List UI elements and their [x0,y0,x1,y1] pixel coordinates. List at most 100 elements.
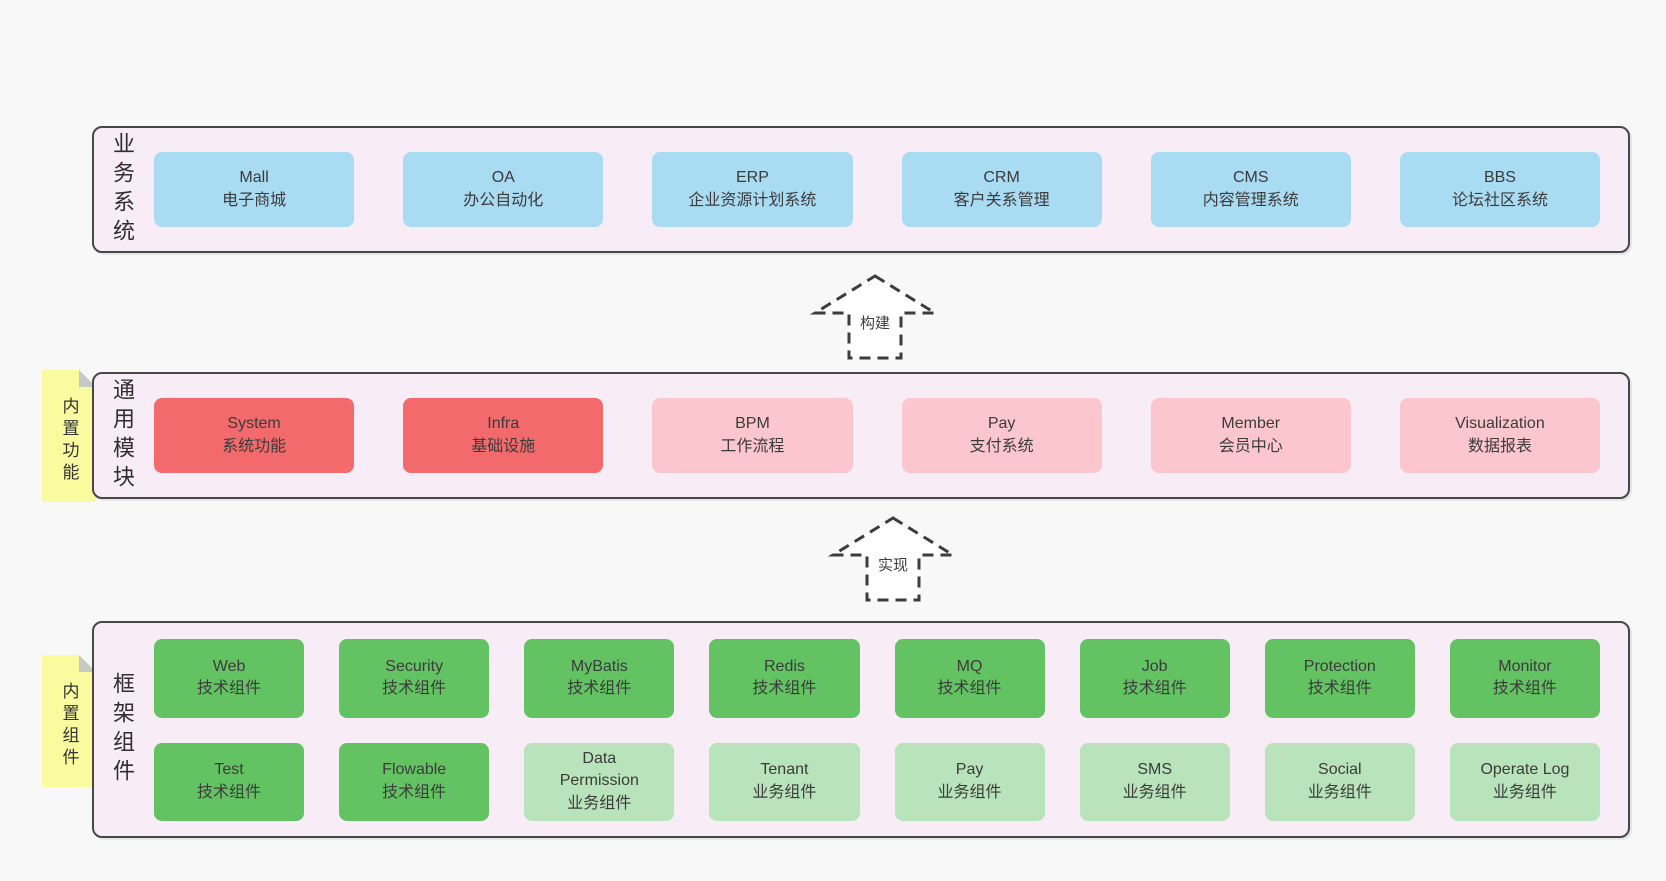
box-subtitle: 会员中心 [1218,437,1283,455]
builtin-components-note: 内置组件 [42,655,96,787]
box-title: MyBatis [570,657,628,675]
box-title: SMS [1137,761,1173,779]
box-title: Data Permission [559,749,639,790]
box-subtitle: 办公自动化 [463,191,544,209]
module-box-visualization: Visualization 数据报表 [1399,398,1601,473]
box-title: Social [1318,761,1362,779]
module-box-system: System 系统功能 [154,398,355,473]
box-subtitle: 技术组件 [1122,680,1187,698]
module-box-infra: Infra 基础设施 [403,398,604,473]
box-subtitle: 技术组件 [567,680,632,698]
box-title: Pay [955,761,984,779]
system-box-mall: Mall 电子商城 [154,152,355,227]
component-box-tenant: Tenant 业务组件 [709,742,860,821]
box-title: Monitor [1498,657,1552,675]
box-title: OA [491,168,515,186]
common-modules-layer: 通用模块 System 系统功能 Infra 基础设施 BPM 工作流程 Pay… [92,372,1630,499]
system-box-cms: CMS 内容管理系统 [1150,152,1351,227]
arrow-label: 构建 [855,311,895,334]
box-title: ERP [735,168,769,186]
box-title: Protection [1303,657,1376,675]
box-subtitle: 业务组件 [1492,783,1557,801]
box-subtitle: 技术组件 [1307,680,1372,698]
box-title: MQ [956,657,983,675]
module-box-member: Member 会员中心 [1150,398,1351,473]
layer-label: 业务系统 [110,131,135,248]
box-subtitle: 支付系统 [969,437,1034,455]
implement-arrow: 实现 [827,515,959,603]
component-box-social: Social 业务组件 [1264,742,1415,821]
box-title: CRM [983,168,1020,186]
box-title: Pay [987,414,1016,432]
component-box-data-permission: Data Permission 业务组件 [524,742,675,821]
box-title: CMS [1232,168,1269,186]
framework-components-layer: 框架组件 Web 技术组件 Security 技术组件 MyBatis 技术组件… [92,621,1630,838]
arrow-label: 实现 [873,553,913,576]
box-subtitle: 技术组件 [1492,680,1557,698]
box-title: System [227,414,281,432]
system-box-bbs: BBS 论坛社区系统 [1399,152,1601,227]
box-title: Redis [763,657,805,675]
box-subtitle: 技术组件 [197,783,262,801]
component-box-operate-log: Operate Log 业务组件 [1449,742,1600,821]
module-boxes-row: System 系统功能 Infra 基础设施 BPM 工作流程 Pay 支付系统… [154,398,1601,473]
box-title: BPM [735,414,770,432]
box-subtitle: 技术组件 [197,680,262,698]
box-title: Test [214,761,244,779]
box-title: Security [385,657,444,675]
box-title: Flowable [382,761,447,779]
box-title: Operate Log [1480,761,1570,779]
box-subtitle: 数据报表 [1467,437,1532,455]
component-row-1: Web 技术组件 Security 技术组件 MyBatis 技术组件 Redi… [154,639,1600,718]
component-box-job: Job 技术组件 [1079,639,1230,718]
system-box-crm: CRM 客户关系管理 [901,152,1102,227]
component-box-web: Web 技术组件 [154,639,305,718]
box-subtitle: 技术组件 [382,680,447,698]
box-title: Member [1221,414,1281,432]
box-subtitle: 技术组件 [752,680,817,698]
module-box-bpm: BPM 工作流程 [652,398,853,473]
box-subtitle: 业务组件 [752,783,817,801]
box-subtitle: 技术组件 [937,680,1002,698]
box-subtitle: 系统功能 [222,437,287,455]
component-box-pay: Pay 业务组件 [894,742,1045,821]
component-box-sms: SMS 业务组件 [1079,742,1230,821]
note-label: 内置组件 [59,682,79,770]
component-box-security: Security 技术组件 [339,639,490,718]
note-label: 内置功能 [59,397,79,485]
box-subtitle: 内容管理系统 [1202,191,1299,209]
component-box-redis: Redis 技术组件 [709,639,860,718]
box-title: BBS [1483,168,1516,186]
box-subtitle: 企业资源计划系统 [688,191,817,209]
business-boxes-row: Mall 电子商城 OA 办公自动化 ERP 企业资源计划系统 CRM 客户关系… [154,152,1601,227]
component-box-mq: MQ 技术组件 [894,639,1045,718]
component-box-protection: Protection 技术组件 [1264,639,1415,718]
box-subtitle: 电子商城 [222,191,287,209]
layer-label: 通用模块 [110,377,135,494]
layer-label: 框架组件 [110,671,135,788]
box-subtitle: 业务组件 [1122,783,1187,801]
box-subtitle: 论坛社区系统 [1451,191,1548,209]
box-title: Infra [487,414,520,432]
box-title: Mall [239,168,269,186]
builtin-functions-note: 内置功能 [42,370,96,502]
box-subtitle: 业务组件 [937,783,1002,801]
box-subtitle: 业务组件 [1307,783,1372,801]
box-subtitle: 业务组件 [567,795,632,813]
module-box-pay: Pay 支付系统 [901,398,1102,473]
business-systems-layer: 业务系统 Mall 电子商城 OA 办公自动化 ERP 企业资源计划系统 CRM… [92,126,1630,253]
component-boxes-rows: Web 技术组件 Security 技术组件 MyBatis 技术组件 Redi… [154,639,1600,821]
component-box-flowable: Flowable 技术组件 [339,742,490,821]
box-title: Web [212,657,246,675]
component-box-test: Test 技术组件 [154,742,305,821]
box-subtitle: 技术组件 [382,783,447,801]
box-title: Job [1141,657,1168,675]
box-subtitle: 工作流程 [720,437,785,455]
component-box-mybatis: MyBatis 技术组件 [524,639,675,718]
component-row-2: Test 技术组件 Flowable 技术组件 Data Permission … [154,742,1600,821]
component-box-monitor: Monitor 技术组件 [1449,639,1600,718]
box-title: Visualization [1455,414,1545,432]
box-title: Tenant [760,761,809,779]
system-box-oa: OA 办公自动化 [403,152,604,227]
